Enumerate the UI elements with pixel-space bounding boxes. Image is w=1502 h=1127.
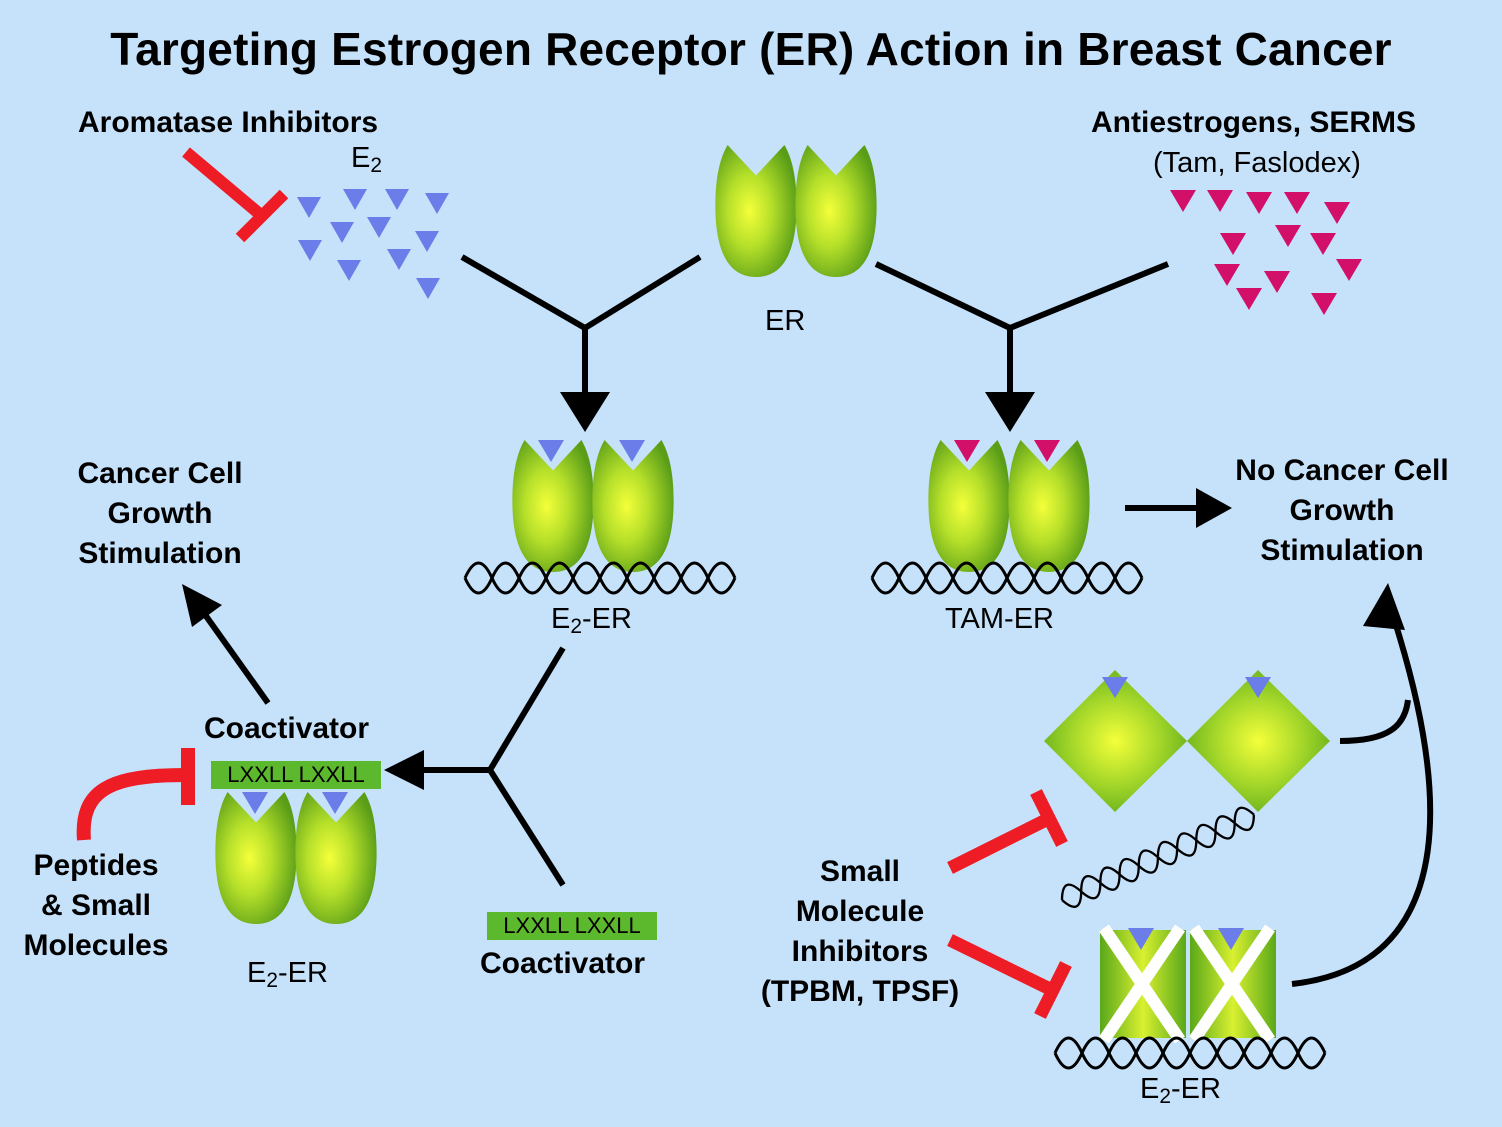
antiestrogen-triangle — [1324, 202, 1350, 224]
coactivator-bound-label: Coactivator — [204, 712, 370, 745]
estrogen-triangle — [337, 260, 361, 281]
antiestrogen-triangle — [1336, 259, 1362, 281]
aromatase-inhibitors-label: Aromatase Inhibitors — [78, 106, 379, 139]
arrow-to-growth — [203, 614, 271, 705]
binding-connector-right — [874, 261, 1170, 400]
antiestrogen-triangle — [1170, 190, 1196, 212]
antiestrogen-triangle — [1220, 233, 1246, 255]
estrogen-triangle — [415, 231, 439, 252]
antiestrogen-triangle — [1034, 440, 1060, 462]
arrow-to-bound-coactivator — [384, 750, 424, 790]
estrogen-triangle — [1245, 677, 1271, 698]
e2-er-left-label: E2-ER — [247, 957, 328, 993]
lxxll-box-bound: LXXLL LXXLL — [211, 761, 381, 789]
estrogen-triangle — [1218, 928, 1244, 950]
tam-er-dimer — [928, 440, 1090, 572]
peptides-label: Peptides & Small Molecules — [23, 849, 169, 962]
binding-connector-left — [460, 254, 702, 400]
estrogen-triangle — [387, 249, 411, 270]
estrogen-triangle — [1102, 677, 1128, 698]
e2-er-right-label: E2-ER — [1140, 1073, 1221, 1109]
antiestrogens-examples-label: (Tam, Faslodex) — [1153, 147, 1361, 179]
estrogen-ligand-cluster — [297, 189, 449, 299]
antiestrogen-triangle — [1264, 271, 1290, 293]
antiestrogen-triangle — [1275, 225, 1301, 247]
small-molecule-inhibitor-bar-lower — [947, 934, 1072, 1019]
estrogen-triangle — [322, 792, 348, 814]
dna-helix-released — [1055, 802, 1261, 913]
dna-helix-bottom-right — [1053, 1036, 1327, 1070]
antiestrogens-label: Antiestrogens, SERMS — [1091, 106, 1417, 139]
cancer-growth-label: Cancer Cell Growth Stimulation — [77, 457, 243, 570]
antiestrogen-triangle — [1284, 192, 1310, 214]
antiestrogen-triangle — [1236, 288, 1262, 310]
no-cancer-growth-label: No Cancer Cell Growth Stimulation — [1235, 454, 1449, 567]
peptide-inhibitor-bar — [76, 748, 195, 841]
small-molecule-inhibitor-bar-upper — [947, 789, 1068, 874]
aromatase-inhibitor-bar — [182, 147, 289, 243]
dna-helix-center — [463, 561, 737, 595]
e2-er-center-label: E2-ER — [551, 603, 632, 639]
curved-arrow-to-no-growth — [1291, 621, 1434, 987]
coactivator-free-label: Coactivator — [480, 947, 646, 980]
arrow-to-tam-er — [985, 392, 1035, 432]
er-label: ER — [765, 305, 806, 337]
estrogen-triangle — [619, 440, 645, 462]
estrogen-triangle — [297, 197, 321, 218]
blocked-x-mark — [1099, 924, 1275, 1044]
antiestrogen-triangle — [1310, 233, 1336, 255]
disrupted-er-dimer — [1044, 670, 1330, 812]
estrogen-triangle — [330, 222, 354, 243]
estrogen-triangle — [416, 278, 440, 299]
estrogen-triangle — [242, 792, 268, 814]
estrogen-triangle — [343, 189, 367, 210]
arrow-head — [182, 584, 222, 627]
blocked-e2-er-dimer — [1099, 924, 1276, 1044]
antiestrogen-triangle — [1246, 192, 1272, 214]
arrow-to-e2-er — [560, 392, 610, 432]
estrogen-triangle — [1128, 928, 1154, 950]
small-molecule-inhibitors-label: Small Molecule Inhibitors (TPBM, TPSF) — [760, 855, 960, 1008]
antiestrogen-ligand-cluster — [1170, 190, 1362, 315]
e2-ligand-label: E2 — [351, 142, 382, 178]
e2-er-dimer-center — [512, 440, 674, 572]
e2-er-dimer-left — [215, 792, 377, 924]
antiestrogen-triangle — [1311, 293, 1337, 315]
lxxll-box-free: LXXLL LXXLL — [487, 912, 657, 940]
antiestrogen-triangle — [1214, 264, 1240, 286]
estrogen-triangle — [298, 240, 322, 261]
arrow-head — [1363, 583, 1405, 630]
arrow-head — [1196, 488, 1232, 528]
antiestrogen-triangle — [954, 440, 980, 462]
estrogen-triangle — [385, 189, 409, 210]
tam-er-label: TAM-ER — [945, 603, 1055, 635]
dna-helix-tam — [870, 561, 1144, 595]
estrogen-triangle — [538, 440, 564, 462]
er-dimer-top — [715, 145, 877, 277]
coactivator-connector — [420, 646, 566, 887]
estrogen-triangle — [367, 217, 391, 238]
antiestrogen-triangle — [1207, 190, 1233, 212]
estrogen-triangle — [425, 193, 449, 214]
page-title: Targeting Estrogen Receptor (ER) Action … — [110, 23, 1392, 75]
